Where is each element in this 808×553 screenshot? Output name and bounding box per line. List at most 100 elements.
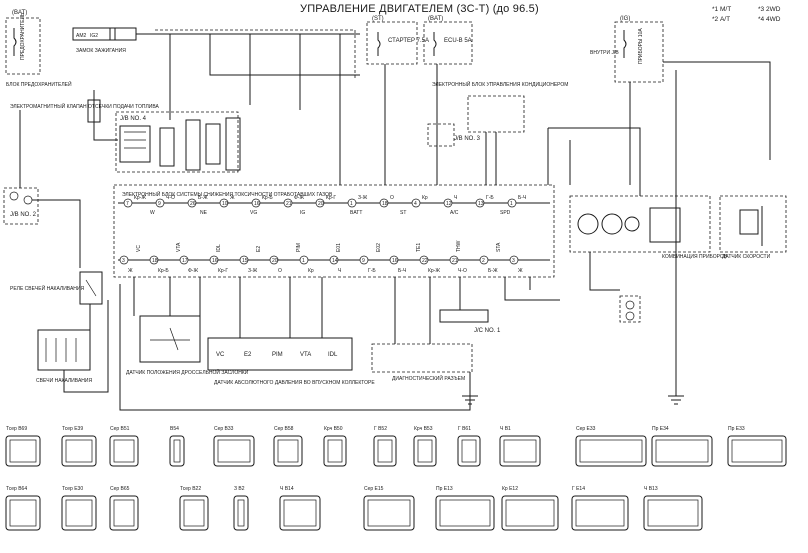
wire-color: Кр-Г xyxy=(218,268,228,274)
svg-text:IG2: IG2 xyxy=(90,33,98,39)
connector-label: Крч B50 xyxy=(324,426,343,432)
combination-meter: КОМБИНАЦИЯ ПРИБОРОВ xyxy=(548,127,728,291)
connector-housing xyxy=(651,435,713,467)
ecu-wiring xyxy=(119,128,571,411)
ecu-top-pin-number: 26 xyxy=(190,201,196,207)
connector-housing xyxy=(273,435,303,467)
ecu-top-pin xyxy=(123,198,133,208)
ecu-bottom-pin-number: 21 xyxy=(452,258,458,264)
svg-text:ПРИБОРЫ 10A: ПРИБОРЫ 10A xyxy=(638,28,644,64)
connector-housing xyxy=(61,495,97,531)
svg-text:ECU-B 5A: ECU-B 5A xyxy=(444,38,472,44)
ecu-top-pin-number: 4 xyxy=(414,201,417,207)
svg-text:РЕЛЕ СВЕЧЕЙ НАКАЛИВАНИЯ: РЕЛЕ СВЕЧЕЙ НАКАЛИВАНИЯ xyxy=(10,284,84,292)
ecu-top-pin-number: 13 xyxy=(478,201,484,207)
sensor-pin-label: PIM xyxy=(272,352,283,358)
ecu-bottom-pin-number: 20 xyxy=(272,258,278,264)
wire-color: О xyxy=(390,195,394,201)
ecu-bottom-pin xyxy=(359,255,369,265)
wire-color: Ч xyxy=(454,195,457,201)
connector-housing xyxy=(323,435,347,467)
connector-housing xyxy=(233,495,249,531)
connector-housing xyxy=(499,435,541,467)
connector-housing xyxy=(179,495,209,531)
ecu-terminal-label: ST xyxy=(400,210,406,216)
connector-pins xyxy=(503,439,537,463)
svg-text:ЗАМОК ЗАЖИГАНИЯ: ЗАМОК ЗАЖИГАНИЯ xyxy=(76,48,126,54)
connector-label: Сер E15 xyxy=(364,486,384,492)
ecu-bottom-pin-number: 1 xyxy=(302,258,305,264)
connector-housing xyxy=(727,435,787,467)
jb-no3-lower xyxy=(619,295,641,323)
ecu-top-pin xyxy=(443,198,453,208)
ecu-bottom-pin-number: 3 xyxy=(512,258,515,264)
ecu-bottom-pin xyxy=(479,255,489,265)
ecu-bottom-pin xyxy=(209,255,219,265)
wire-color: Кр-Ж xyxy=(134,195,146,201)
connector-label: Сер B51 xyxy=(110,426,130,432)
connector-pins xyxy=(579,439,643,463)
connector-housing xyxy=(169,435,185,467)
svg-text:ДАТЧИК СКОРОСТИ: ДАТЧИК СКОРОСТИ xyxy=(722,254,771,260)
ecu-terminal-label: E02 xyxy=(376,243,382,252)
connector-housing xyxy=(5,435,41,467)
ecu-top-pin-number: 10 xyxy=(222,201,228,207)
connector-label: Сер B33 xyxy=(214,426,234,432)
connector-pins xyxy=(173,439,181,463)
ecu-bottom-pin xyxy=(149,255,159,265)
ecu-top-pin-number: 1 xyxy=(350,201,353,207)
ecu-terminal-label: VC xyxy=(136,245,142,252)
ecu-top-pin-number: 9 xyxy=(158,201,161,207)
wire-color: Б-Ч xyxy=(398,268,406,274)
glow-relay: РЕЛЕ СВЕЧЕЙ НАКАЛИВАНИЯ xyxy=(10,271,103,305)
ecu-top-pin xyxy=(347,198,357,208)
wire-color: Ф-Ж xyxy=(188,268,198,274)
connector-pins xyxy=(461,439,477,463)
connector-pins xyxy=(327,439,343,463)
ecu-bottom-pin-number: 17 xyxy=(182,258,188,264)
connector-pins xyxy=(9,499,37,527)
connector-housing xyxy=(279,495,321,531)
ecu-bottom-pin-number: 22 xyxy=(422,258,428,264)
sensor-pin-label: VC xyxy=(216,352,225,358)
wire-color: Г-Б xyxy=(368,268,376,274)
connector-housing xyxy=(61,435,97,467)
connector-label: Пр E34 xyxy=(652,426,669,432)
svg-text:(BAT): (BAT) xyxy=(428,16,443,22)
connector-housing xyxy=(109,495,139,531)
ecu-top-pin xyxy=(155,198,165,208)
connector-pins xyxy=(65,499,93,527)
ecu-top-pin-number: 1 xyxy=(510,201,513,207)
ecu-top-pin xyxy=(507,198,517,208)
sensor-pin-label: E2 xyxy=(244,352,252,358)
wire-color: Кр-Г xyxy=(326,195,336,201)
jb-no4-relays: J/B NO. 4 xyxy=(115,111,241,173)
ecu-bottom-pin xyxy=(239,255,249,265)
connector-pins xyxy=(183,499,205,527)
ecu-top-pin xyxy=(187,198,197,208)
diagnostic-connector: ДИАГНОСТИЧЕСКИЙ РАЗЪЕМ xyxy=(371,343,473,382)
connector-pins xyxy=(647,499,699,527)
connector-label: Сер B65 xyxy=(110,486,130,492)
ecu-top-pin xyxy=(475,198,485,208)
ecu-bottom-pin xyxy=(389,255,399,265)
connector-pins xyxy=(417,439,433,463)
ecu-terminal-label: VG xyxy=(250,210,257,216)
connector-label: Крч B53 xyxy=(414,426,433,432)
connector-label: Г B52 xyxy=(374,426,387,432)
wire-color: Кр-Б xyxy=(158,268,169,274)
svg-text:ЭЛЕКТРОМАГНИТНЫЙ КЛАПАН ОТСЕЧК: ЭЛЕКТРОМАГНИТНЫЙ КЛАПАН ОТСЕЧКИ ПОДАЧИ Т… xyxy=(10,102,160,110)
svg-text:КОМБИНАЦИЯ ПРИБОРОВ: КОМБИНАЦИЯ ПРИБОРОВ xyxy=(662,254,728,260)
fuse-gauges: (IG) ПРИБОРЫ 10A ВНУТРИ J/B xyxy=(590,16,664,83)
connector-pins xyxy=(217,439,251,463)
connector-pins xyxy=(9,439,37,463)
connector-label: Сер B58 xyxy=(274,426,294,432)
ecu-top-pin xyxy=(283,198,293,208)
connector-pins xyxy=(505,499,555,527)
svg-text:J/C NO. 1: J/C NO. 1 xyxy=(474,328,501,334)
ecu-bottom-pin-number: 16 xyxy=(392,258,398,264)
